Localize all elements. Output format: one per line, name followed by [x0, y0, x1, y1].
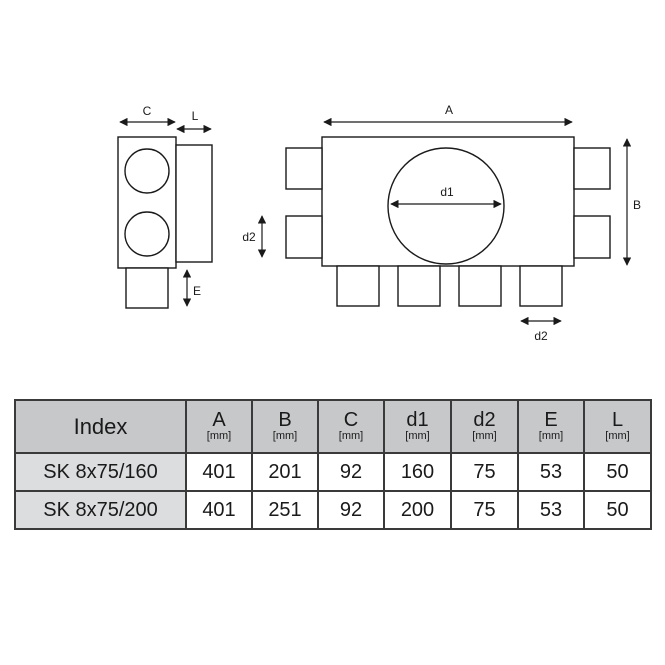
dimensions-table: Index A[mm] B[mm] C[mm] d1[mm] d2[mm] E[… — [14, 399, 652, 530]
column-symbol: A — [212, 409, 226, 432]
column-header-e: E[mm] — [517, 399, 585, 454]
table-cell: 200 — [383, 490, 452, 530]
table-cell: 92 — [317, 452, 385, 492]
column-unit: [mm] — [405, 430, 430, 443]
table-row: SK 8x75/160 401 201 92 160 75 53 50 — [14, 452, 652, 492]
dimension-c-label: C — [143, 104, 152, 118]
dimension-a-label: A — [445, 103, 453, 117]
left-spigot-lower — [285, 215, 323, 259]
table-cell: 92 — [317, 490, 385, 530]
column-unit: [mm] — [538, 430, 564, 443]
column-header-a: A[mm] — [185, 399, 253, 454]
technical-drawing: C L E A B d1 d2 d2 — [117, 103, 641, 343]
column-unit: [mm] — [605, 430, 630, 443]
column-symbol: B — [278, 409, 292, 432]
left-spigot-upper — [285, 147, 323, 190]
dimension-b-label: B — [633, 198, 641, 212]
column-header-d1: d1[mm] — [383, 399, 452, 454]
table-cell: 401 — [185, 490, 253, 530]
row-index-cell: SK 8x75/200 — [14, 490, 187, 530]
table-header-row: Index A[mm] B[mm] C[mm] d1[mm] d2[mm] E[… — [14, 399, 652, 454]
column-header-b: B[mm] — [251, 399, 319, 454]
side-view: C L E — [117, 104, 213, 309]
column-symbol: d2 — [473, 409, 496, 432]
bottom-spigot-3 — [458, 265, 502, 307]
table-cell: 53 — [517, 490, 585, 530]
table-cell: 75 — [450, 452, 519, 492]
table-row: SK 8x75/200 401 251 92 200 75 53 50 — [14, 490, 652, 530]
dimension-d2-bottom-label: d2 — [534, 329, 548, 343]
index-column-header: Index — [14, 399, 187, 454]
right-spigot-upper — [573, 147, 611, 190]
column-header-c: C[mm] — [317, 399, 385, 454]
column-symbol: E — [544, 409, 558, 432]
main-port-d1 — [387, 147, 505, 265]
column-symbol: C — [343, 409, 359, 432]
dimension-d1-label: d1 — [440, 185, 454, 199]
column-symbol: L — [611, 409, 624, 432]
bottom-spigot-4 — [519, 265, 563, 307]
bottom-spigot-1 — [336, 265, 380, 307]
table-cell: 50 — [583, 452, 652, 492]
right-spigot-lower — [573, 215, 611, 259]
column-header-l: L[mm] — [583, 399, 652, 454]
side-view-spigot-flange — [175, 144, 213, 263]
side-view-port-lower — [124, 211, 170, 257]
table-cell: 50 — [583, 490, 652, 530]
table-cell: 75 — [450, 490, 519, 530]
column-symbol: d1 — [406, 409, 429, 432]
table-cell: 53 — [517, 452, 585, 492]
table-cell: 401 — [185, 452, 253, 492]
table-cell: 251 — [251, 490, 319, 530]
side-view-bottom-spigot — [125, 267, 169, 309]
column-header-d2: d2[mm] — [450, 399, 519, 454]
side-view-port-upper — [124, 148, 170, 194]
table-cell: 160 — [383, 452, 452, 492]
top-view: A B d1 d2 d2 — [242, 103, 641, 343]
column-unit: [mm] — [272, 430, 298, 443]
column-unit: [mm] — [206, 430, 232, 443]
column-unit: [mm] — [338, 430, 364, 443]
table-cell: 201 — [251, 452, 319, 492]
bottom-spigot-2 — [397, 265, 441, 307]
dimension-l-label: L — [192, 109, 199, 123]
dimension-e-label: E — [193, 284, 201, 298]
row-index-cell: SK 8x75/160 — [14, 452, 187, 492]
column-unit: [mm] — [472, 430, 497, 443]
dimension-d2-left-label: d2 — [242, 230, 256, 244]
